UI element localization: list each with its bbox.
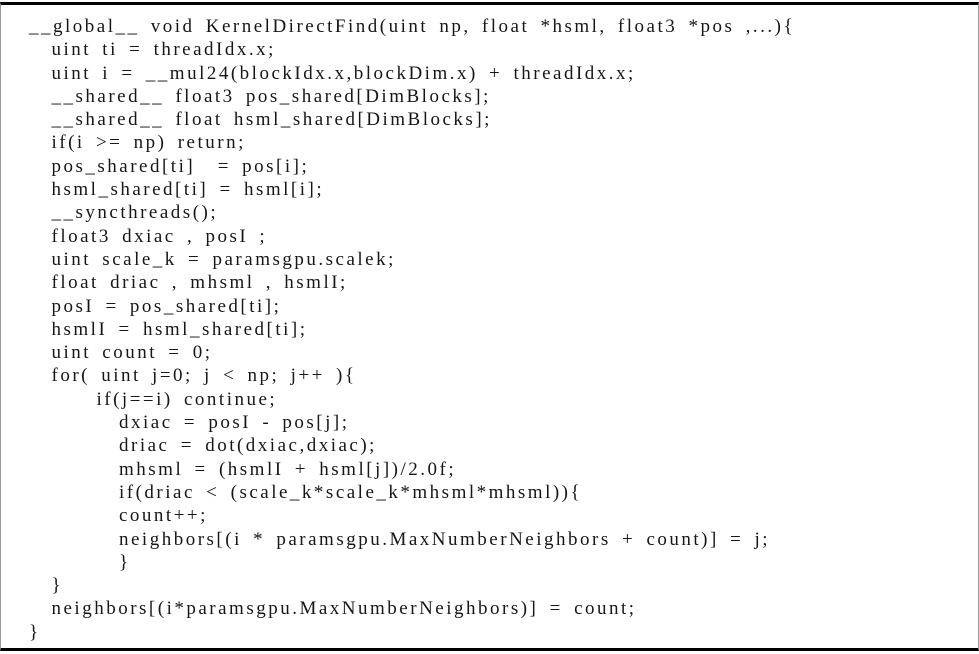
code-listing: __global__ void KernelDirectFind(uint np… [1,5,978,644]
code-line: pos_shared[ti] = pos[i]; [29,155,310,177]
code-line: __syncthreads(); [29,202,219,224]
code-line: driac = dot(dxiac,dxiac); [29,435,377,457]
code-line: if(i >= np) return; [29,132,246,154]
code-line: posI = pos_shared[ti]; [29,295,282,317]
code-line: if(driac < (scale_k*scale_k*mhsml*mhsml)… [29,481,583,503]
code-line: neighbors[(i * paramsgpu.MaxNumberNeighb… [29,528,771,550]
code-line: hsmlI = hsml_shared[ti]; [29,318,308,340]
code-line: for( uint j=0; j < np; j++ ){ [29,365,357,387]
code-line: mhsml = (hsmlI + hsml[j])/2.0f; [29,458,457,480]
code-line: } [29,575,64,597]
code-line: __global__ void KernelDirectFind(uint np… [29,16,796,37]
code-line: uint ti = threadIdx.x; [29,39,276,61]
code-line: dxiac = posI - pos[j]; [29,412,350,434]
code-line: if(j==i) continue; [29,388,278,410]
code-line: neighbors[(i*paramsgpu.MaxNumberNeighbor… [29,598,637,620]
code-line: count++; [29,505,208,527]
code-line: float driac , mhsml , hsmlI; [29,272,348,294]
code-line: __shared__ float hsml_shared[DimBlocks]; [29,109,492,131]
code-line: float3 dxiac , posI ; [29,225,268,247]
code-line: } [29,621,41,643]
code-line: __shared__ float3 pos_shared[DimBlocks]; [29,85,491,107]
code-line: hsml_shared[ti] = hsml[i]; [29,179,325,201]
code-line: uint count = 0; [29,342,213,364]
code-line: uint scale_k = paramsgpu.scalek; [29,248,396,270]
code-line: uint i = __mul24(blockIdx.x,blockDim.x) … [29,62,636,84]
code-line: } [29,551,131,573]
